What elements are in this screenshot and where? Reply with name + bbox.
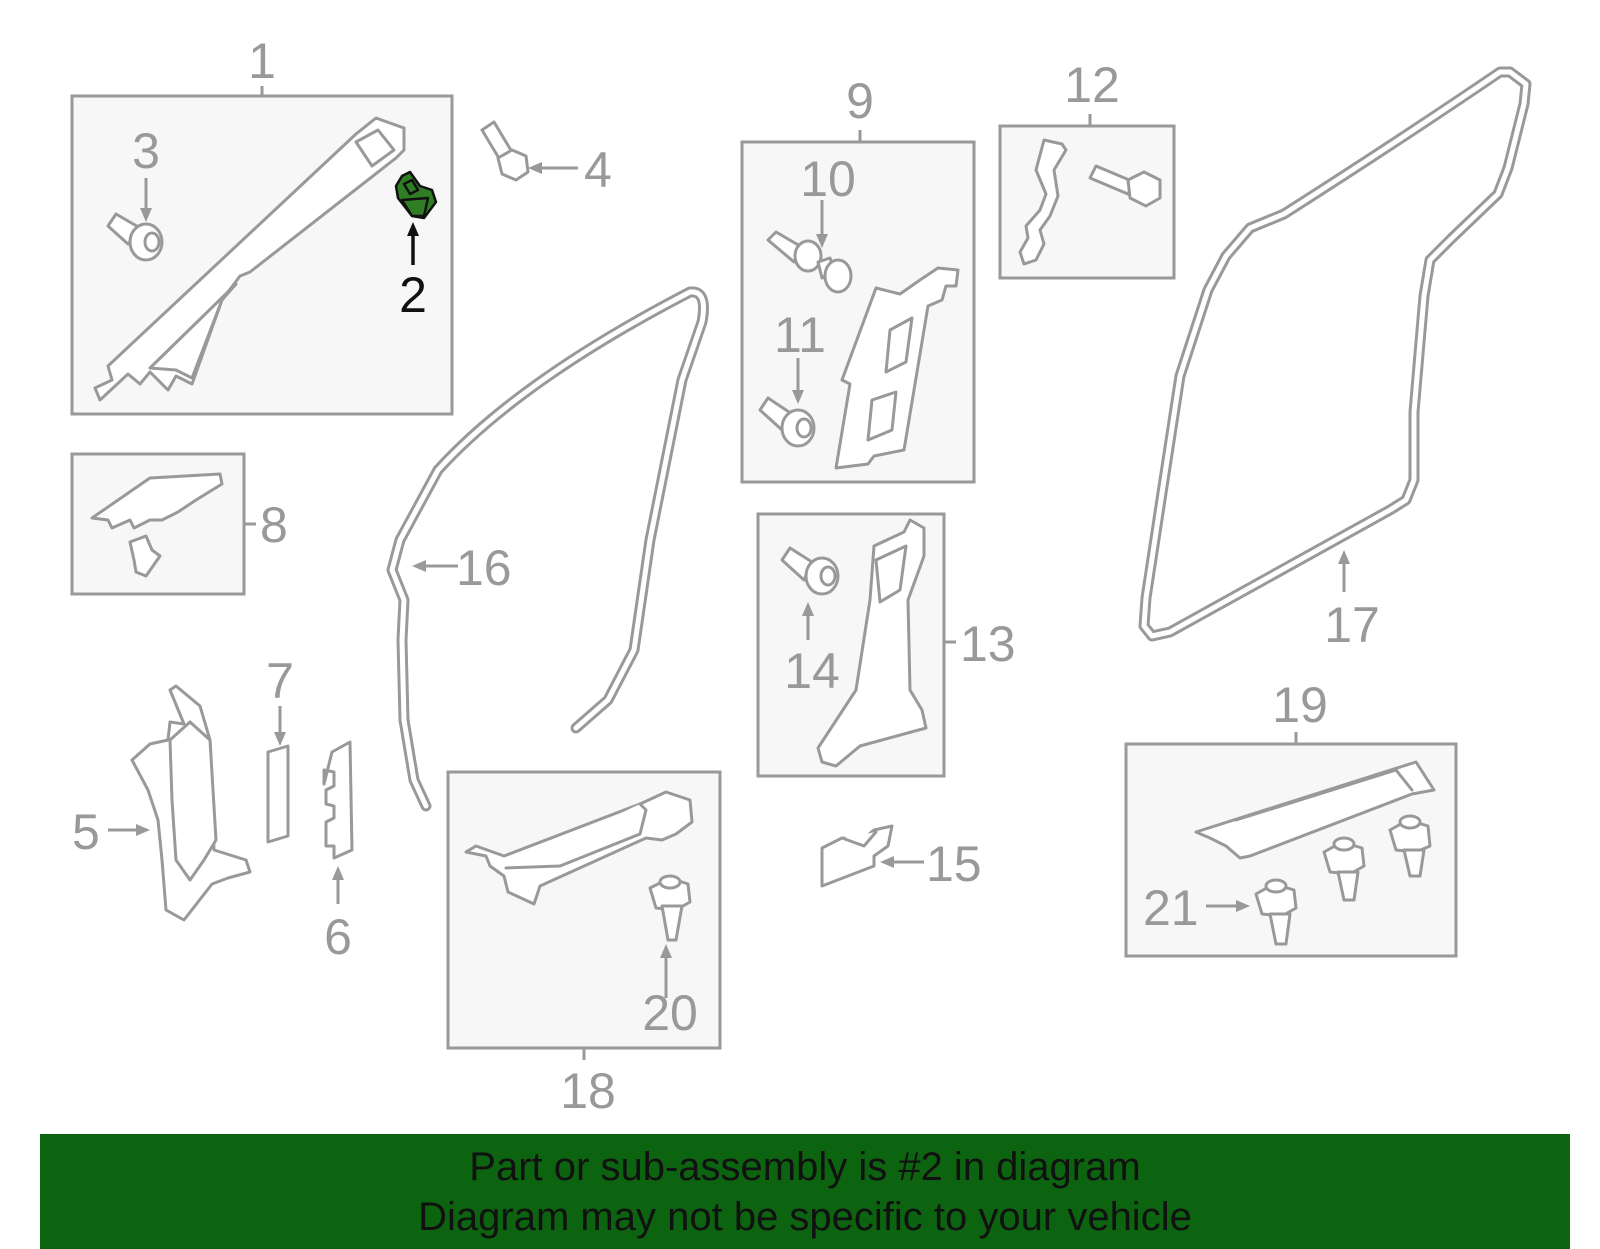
clip-14[interactable] <box>780 546 840 596</box>
callout-1[interactable]: 1 <box>248 33 276 89</box>
group-1-box: 1 3 2 <box>70 33 454 416</box>
callout-16[interactable]: 16 <box>456 540 512 596</box>
weatherstrip-17[interactable] <box>1138 66 1532 642</box>
callout-20[interactable]: 20 <box>642 985 698 1041</box>
weatherstrip-16[interactable] <box>386 286 709 812</box>
info-banner: Part or sub-assembly is #2 in diagram Di… <box>40 1134 1570 1249</box>
leader-15-arrowhead <box>880 856 894 868</box>
group-12-box: 12 <box>998 57 1176 280</box>
clip-10[interactable] <box>766 230 853 294</box>
leader-17-arrowhead <box>1338 550 1350 564</box>
leader-5-arrowhead <box>136 824 150 836</box>
callout-14[interactable]: 14 <box>784 643 840 699</box>
leader-10-arrowhead <box>816 234 828 248</box>
leader-14-arrowhead <box>802 602 814 616</box>
bolt-12-head[interactable] <box>1126 170 1162 208</box>
leader-6-arrowhead <box>332 866 344 880</box>
a-pillar-trim[interactable] <box>93 116 406 402</box>
bracket-12[interactable] <box>1018 138 1068 266</box>
callout-18[interactable]: 18 <box>560 1063 616 1119</box>
callout-4[interactable]: 4 <box>584 142 612 198</box>
pillar-trim-13-ridge <box>874 544 908 604</box>
group-13-box: 14 13 <box>756 512 1016 778</box>
callout-5[interactable]: 5 <box>72 804 100 860</box>
a-pillar-trim-fin <box>148 282 238 380</box>
callout-10[interactable]: 10 <box>800 151 856 207</box>
callout-3[interactable]: 3 <box>132 123 160 179</box>
a-pillar-trim-window <box>354 128 396 168</box>
trim-cover-8[interactable] <box>90 472 224 530</box>
callout-12[interactable]: 12 <box>1064 57 1120 113</box>
leader-2-arrowhead <box>407 222 419 236</box>
leader-16-arrowhead <box>412 560 426 572</box>
callout-15[interactable]: 15 <box>926 836 982 892</box>
sill-plate-19-ridge <box>1234 768 1414 822</box>
callout-17[interactable]: 17 <box>1324 597 1380 653</box>
callout-6[interactable]: 6 <box>324 909 352 965</box>
callout-2[interactable]: 2 <box>399 267 427 323</box>
group-8-box: 8 <box>70 452 288 596</box>
leader-21-arrowhead <box>1236 900 1250 912</box>
callout-13[interactable]: 13 <box>960 616 1016 672</box>
sill-plate-18-ridge <box>504 802 648 870</box>
pillar-trim-9-slot-2 <box>866 390 898 442</box>
leader-4-arrowhead <box>528 162 542 174</box>
bracket-15[interactable] <box>820 824 894 888</box>
bracket-6[interactable] <box>322 740 354 860</box>
leader-20-arrowhead <box>660 944 672 958</box>
bolt-4[interactable] <box>480 120 530 182</box>
clip-3[interactable] <box>106 212 164 262</box>
clip-20[interactable] <box>648 874 692 942</box>
leader-11-arrowhead <box>792 390 804 404</box>
highlighted-part-2[interactable] <box>394 170 438 220</box>
leader-3-arrowhead <box>140 208 152 222</box>
clip-8[interactable] <box>128 534 162 578</box>
pillar-trim-9-slot <box>884 316 914 374</box>
strip-7[interactable] <box>266 744 290 844</box>
banner-line-part-number: Part or sub-assembly is #2 in diagram <box>469 1145 1141 1189</box>
callout-9[interactable]: 9 <box>846 73 874 129</box>
callout-7[interactable]: 7 <box>266 653 294 709</box>
clip-11[interactable] <box>758 396 816 448</box>
group-19-box: 19 21 <box>1124 677 1458 958</box>
clip-21[interactable] <box>1254 878 1298 946</box>
leader-7-arrowhead <box>274 732 286 746</box>
callout-19[interactable]: 19 <box>1272 677 1328 733</box>
callout-21[interactable]: 21 <box>1143 880 1199 936</box>
callout-11[interactable]: 11 <box>774 307 826 363</box>
banner-line-disclaimer: Diagram may not be specific to your vehi… <box>418 1195 1192 1239</box>
group-18-box: 20 18 <box>446 770 722 1119</box>
clip-19b[interactable] <box>1322 836 1366 902</box>
callout-8[interactable]: 8 <box>260 497 288 553</box>
pillar-trim-5[interactable] <box>130 684 252 922</box>
clip-19a[interactable] <box>1388 814 1432 878</box>
group-9-box: 9 10 11 <box>740 73 976 484</box>
